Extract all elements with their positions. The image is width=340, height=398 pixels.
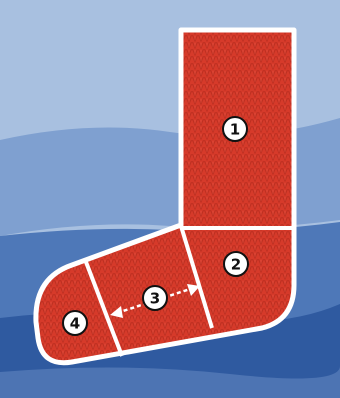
section-badge-heel: 2 — [224, 252, 248, 276]
section-badge-leg: 1 — [223, 117, 247, 141]
section-number: 4 — [70, 315, 80, 333]
section-badge-toe: 4 — [63, 311, 87, 335]
section-number: 1 — [230, 121, 240, 139]
section-badge-foot: 3 — [143, 286, 167, 310]
section-number: 2 — [231, 256, 241, 274]
section-number: 3 — [150, 290, 160, 308]
